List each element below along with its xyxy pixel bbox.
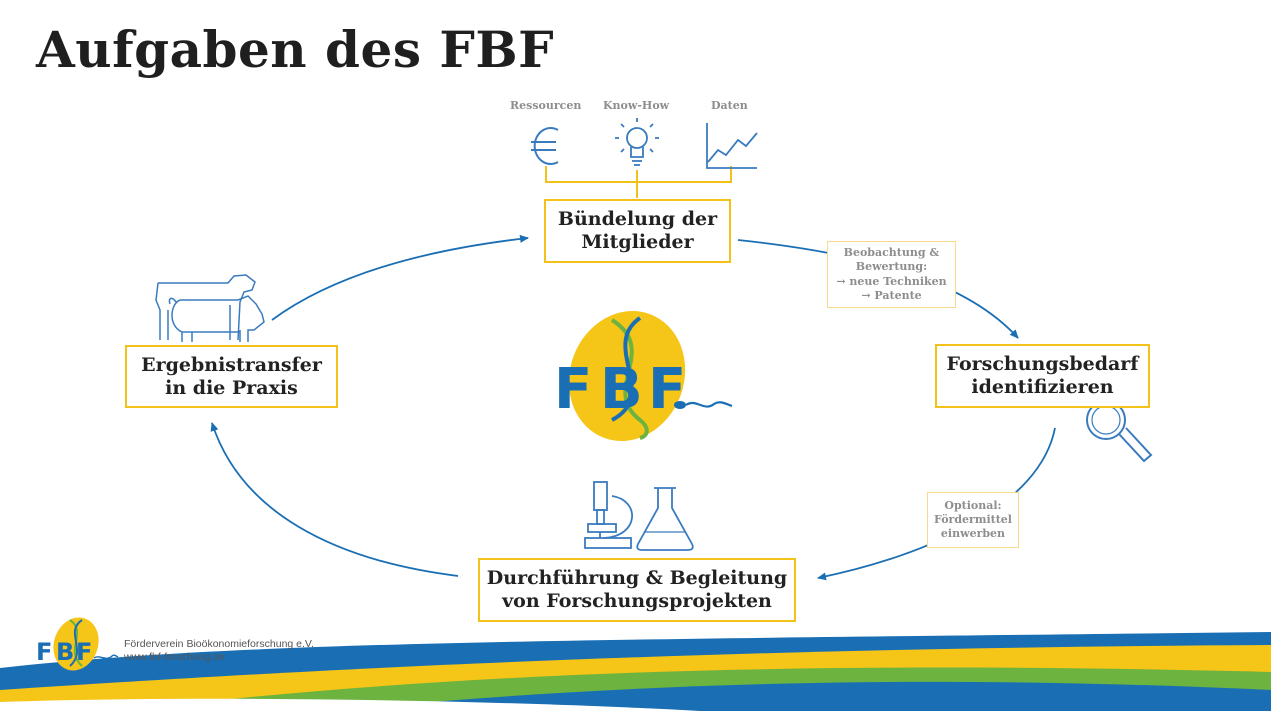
- arrow-bottom-to-left: [210, 422, 459, 577]
- box-ergebnistransfer-line1: Ergebnistransfer: [141, 353, 322, 376]
- note-optional: Optional: Fördermittel einwerben: [927, 492, 1019, 548]
- label-know-how: Know-How: [603, 99, 670, 112]
- logo-letter-f1: F: [554, 357, 592, 422]
- box-buendelung: Bündelung der Mitglieder: [544, 199, 731, 263]
- footer-logo-f1: F: [36, 638, 52, 666]
- note-beobachtung-line2: Bewertung:: [855, 260, 928, 274]
- note-optional-line3: einwerben: [940, 527, 1006, 541]
- resources-bracket: [545, 166, 732, 198]
- box-durchfuehrung: Durchführung & Begleitung von Forschungs…: [478, 558, 796, 622]
- box-durchfuehrung-line1: Durchführung & Begleitung: [486, 567, 788, 590]
- flask-icon: [636, 487, 694, 551]
- footer-website[interactable]: www.fbf-forschung.de: [124, 651, 225, 663]
- logo-letter-b: B: [600, 357, 643, 422]
- note-beobachtung-line4: → Patente: [861, 288, 922, 302]
- footer-waves: [0, 632, 1271, 711]
- line-chart-icon: [706, 123, 758, 169]
- footer-logo-b: B: [56, 638, 74, 666]
- note-beobachtung-line1: Beobachtung &: [843, 245, 940, 259]
- label-daten: Daten: [711, 99, 748, 112]
- microscope-icon: [584, 481, 633, 549]
- box-forschungsbedarf: Forschungsbedarf identifizieren: [935, 344, 1150, 408]
- slide-title: Aufgaben des FBF: [36, 20, 555, 79]
- footer-org-name: Förderverein Bioökonomieforschung e.V.: [124, 638, 314, 650]
- box-forschungsbedarf-line1: Forschungsbedarf: [946, 353, 1139, 376]
- note-beobachtung-line3: → neue Techniken: [836, 274, 947, 288]
- note-beobachtung: Beobachtung & Bewertung: → neue Technike…: [827, 241, 956, 308]
- footer-logo: F B F: [36, 617, 119, 671]
- note-optional-line2: Fördermittel: [934, 512, 1012, 526]
- logo-letter-f2: F: [648, 357, 686, 422]
- box-ergebnistransfer-line2: in die Praxis: [165, 376, 298, 399]
- livestock-icon: [155, 274, 265, 342]
- note-optional-line1: Optional:: [944, 498, 1002, 512]
- box-buendelung-line2: Mitglieder: [581, 231, 694, 253]
- fbf-logo: F B F: [554, 310, 733, 442]
- arrow-left-to-top: [271, 234, 529, 321]
- box-buendelung-line1: Bündelung der: [557, 208, 718, 231]
- euro-icon: [531, 127, 559, 165]
- label-ressourcen: Ressourcen: [510, 99, 582, 112]
- magnifier-icon: [1086, 400, 1153, 463]
- box-forschungsbedarf-line2: identifizieren: [971, 376, 1114, 398]
- box-ergebnistransfer: Ergebnistransfer in die Praxis: [125, 345, 338, 408]
- lightbulb-icon: [615, 118, 659, 166]
- box-durchfuehrung-line2: von Forschungsprojekten: [502, 590, 772, 612]
- footer-logo-f2: F: [76, 638, 92, 666]
